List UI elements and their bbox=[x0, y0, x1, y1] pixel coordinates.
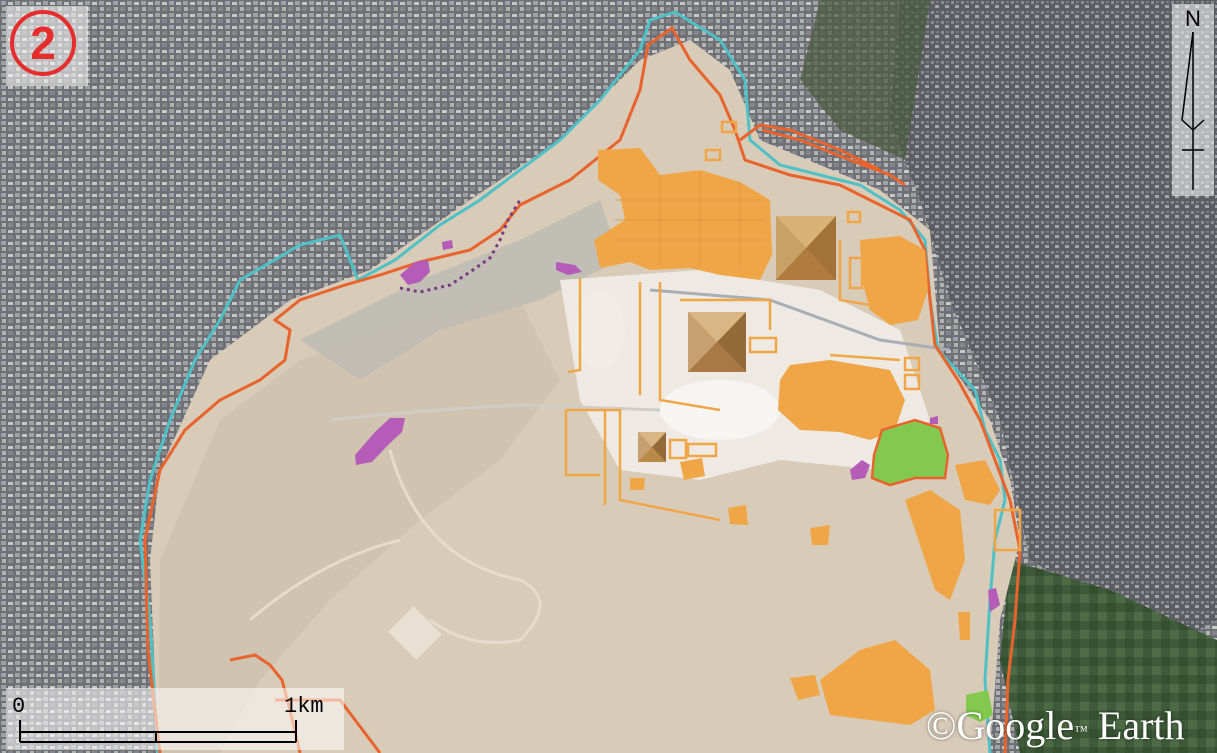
north-arrow-icon bbox=[1181, 31, 1205, 190]
scale-bar-graphic bbox=[19, 720, 297, 743]
scale-end-label: 1km bbox=[284, 694, 324, 719]
credit-suffix: Earth bbox=[1087, 703, 1185, 748]
scale-start-label: 0 bbox=[12, 694, 26, 719]
credit-prefix: ©Google bbox=[926, 703, 1075, 748]
map-number-badge: 2 bbox=[6, 6, 88, 86]
credit-trademark: ™ bbox=[1074, 724, 1088, 739]
north-arrow: N bbox=[1172, 4, 1214, 196]
north-label: N bbox=[1185, 6, 1201, 31]
khafre-pyramid bbox=[688, 312, 746, 372]
menkaure-pyramid bbox=[638, 432, 666, 462]
great-pyramid bbox=[776, 216, 836, 280]
map-number: 2 bbox=[10, 10, 76, 76]
scale-bar: 0 1km bbox=[6, 688, 344, 750]
imagery-credit: ©Google™ Earth bbox=[926, 702, 1214, 750]
